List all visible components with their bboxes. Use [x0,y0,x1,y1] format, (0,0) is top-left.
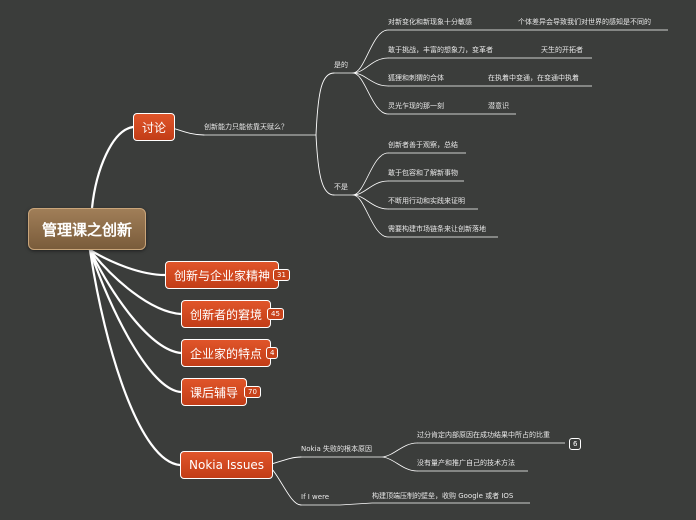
nokia-if-i-were[interactable]: If I were [301,493,330,501]
topic-entrepreneur-traits[interactable]: 企业家的特点 [181,339,272,367]
branch [352,152,389,196]
count-badge[interactable]: 6 [569,438,582,450]
root-branch [88,248,183,355]
nokia-reason-item[interactable]: 没有量产和推广自己的技术方法 [417,459,515,467]
discussion-question[interactable]: 创新能力只能依靠天赋么？ [204,123,288,131]
yes-item[interactable]: 灵光乍现的那一刻 [388,102,444,110]
root-branch [88,248,183,394]
branch [382,456,418,472]
branch [352,72,389,115]
count-badge[interactable]: 4 [266,347,279,359]
yes-item-child[interactable]: 在执着中变通，在变通中执着 [488,74,579,82]
branch [315,134,335,196]
topic-nokia-issues[interactable]: Nokia Issues [180,451,274,479]
no-item[interactable]: 需要构建市场链条来让创新落地 [388,225,486,233]
no-item[interactable]: 敢于包容和了解新事物 [388,169,458,177]
topic-after-class-tutoring[interactable]: 课后辅导 [181,378,248,406]
nokia-if-item[interactable]: 构建顶端压制的壁垒，收购 Google 或者 IOS [372,492,514,500]
root-branch [90,125,135,210]
no-item[interactable]: 创新者善于观察，总结 [388,141,458,149]
topic-discussion[interactable]: 讨论 [133,113,176,141]
root-branch [88,248,182,467]
nokia-failure-reason[interactable]: Nokia 失败的根本原因 [301,445,373,453]
count-badge[interactable]: 70 [244,386,261,398]
yes-item[interactable]: 对新变化和新现象十分敏感 [388,18,472,26]
answer-yes[interactable]: 是的 [334,61,348,69]
yes-item-child[interactable]: 天生的开拓者 [541,46,583,54]
count-badge[interactable]: 45 [267,308,284,320]
topic-innovators-dilemma[interactable]: 创新者的窘境 [181,300,272,328]
yes-item[interactable]: 狐狸和刺猬的合体 [388,74,444,82]
branch [352,194,389,238]
nokia-reason-item[interactable]: 过分肯定内部原因在成功结果中所占的比重 [417,431,550,439]
root-topic[interactable]: 管理课之创新 [28,208,146,250]
yes-item-child[interactable]: 潜意识 [488,102,509,110]
no-item[interactable]: 不断用行动和实践来证明 [388,197,465,205]
connector [339,502,373,506]
branch [352,194,389,210]
yes-item[interactable]: 敢于挑战，丰富的想象力，变革者 [388,46,493,54]
topic-innovation-entrepreneurship[interactable]: 创新与企业家精神 [165,261,280,289]
branch [352,57,389,74]
branch [352,180,389,196]
branch [382,442,418,458]
branch [352,72,389,87]
branch [352,29,389,74]
yes-item-child[interactable]: 个体差异会导致我们对世界的感知是不同的 [518,18,651,26]
count-badge[interactable]: 31 [273,269,290,281]
answer-no[interactable]: 不是 [334,183,348,191]
root-branch [88,248,183,316]
root-branch [88,248,167,277]
branch [315,72,335,136]
